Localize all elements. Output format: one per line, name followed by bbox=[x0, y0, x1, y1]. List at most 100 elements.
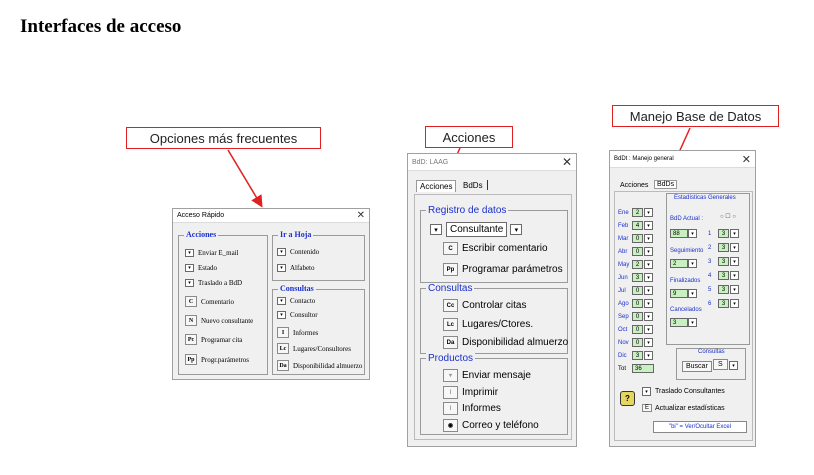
stats-right-value[interactable]: 3 bbox=[718, 299, 729, 308]
dropdown-icon[interactable]: ▾ bbox=[644, 312, 653, 321]
month-value[interactable]: 3 bbox=[632, 351, 643, 360]
cancelados-row[interactable]: 3▾ bbox=[670, 318, 697, 327]
dropdown-icon[interactable]: ▾ bbox=[644, 260, 653, 269]
seguimiento-value[interactable]: 2 bbox=[670, 259, 688, 268]
actualizar-button[interactable]: E bbox=[642, 404, 653, 412]
dropdown-icon[interactable]: ▾ bbox=[277, 248, 286, 256]
globe-icon[interactable]: ◉ bbox=[443, 419, 458, 432]
stats-right-value[interactable]: 3 bbox=[718, 229, 729, 238]
bdd-actual-row[interactable]: 88▾ bbox=[670, 229, 697, 238]
dropdown-icon[interactable]: ▾ bbox=[185, 249, 194, 257]
month-value[interactable]: 0 bbox=[632, 312, 643, 321]
seguimiento-row[interactable]: 2▾ bbox=[670, 259, 697, 268]
contacto-row[interactable]: ▾Contacto bbox=[277, 297, 315, 305]
dropdown-icon[interactable]: ▾ bbox=[644, 234, 653, 243]
enviar-mensaje-row[interactable]: ▾Enviar mensaje bbox=[443, 369, 531, 382]
close-icon[interactable]: ✕ bbox=[561, 155, 572, 169]
contenido-row[interactable]: ▾Contenido bbox=[277, 248, 319, 256]
help-icon[interactable]: ? bbox=[620, 391, 635, 406]
dropdown-icon[interactable]: ▾ bbox=[644, 325, 653, 334]
dropdown-icon[interactable]: ▾ bbox=[688, 289, 697, 298]
buscar-button[interactable]: Buscar bbox=[682, 361, 712, 372]
month-value[interactable]: 3 bbox=[632, 273, 643, 282]
excel-toggle-button[interactable]: "bi" = Ver/Ocultar Excel bbox=[653, 421, 747, 433]
dropdown-icon[interactable]: ▾ bbox=[688, 229, 697, 238]
dropdown-icon[interactable]: ▾ bbox=[730, 271, 739, 280]
dropdown-icon[interactable]: ▾ bbox=[688, 318, 697, 327]
dropdown-icon[interactable]: ▾ bbox=[644, 208, 653, 217]
finalizados-row[interactable]: 9▾ bbox=[670, 289, 697, 298]
month-value[interactable]: 0 bbox=[632, 338, 643, 347]
dropdown-icon[interactable]: ▾ bbox=[277, 264, 286, 272]
imprimir-button[interactable]: I bbox=[443, 386, 458, 399]
enviar-mensaje-button[interactable]: ▾ bbox=[443, 369, 458, 382]
month-value[interactable]: 0 bbox=[632, 247, 643, 256]
dropdown-icon[interactable]: ▾ bbox=[644, 299, 653, 308]
correo-telefono-row[interactable]: ◉Correo y teléfono bbox=[443, 419, 539, 432]
stats-right-value[interactable]: 3 bbox=[718, 285, 729, 294]
finalizados-value[interactable]: 9 bbox=[670, 289, 688, 298]
traslado-row[interactable]: ▾Traslado a BdD bbox=[185, 279, 242, 287]
close-icon[interactable]: ✕ bbox=[741, 153, 751, 166]
dropdown-icon[interactable]: ▾ bbox=[644, 286, 653, 295]
dropdown-icon[interactable]: ▾ bbox=[729, 361, 738, 370]
informes-button[interactable]: I bbox=[443, 402, 458, 415]
month-value[interactable]: 4 bbox=[632, 221, 643, 230]
disponibilidad-button[interactable]: Da bbox=[277, 360, 289, 371]
stats-right-value[interactable]: 3 bbox=[718, 271, 729, 280]
informes-button[interactable]: I bbox=[277, 327, 289, 338]
dropdown-icon[interactable]: ▾ bbox=[730, 257, 739, 266]
lugares-ctores-button[interactable]: Lc bbox=[443, 318, 458, 331]
dropdown-icon[interactable]: ▾ bbox=[730, 229, 739, 238]
tab-bdds[interactable]: BdDs bbox=[463, 181, 483, 190]
dropdown-icon[interactable]: ▾ bbox=[185, 264, 194, 272]
dropdown-icon[interactable]: ▾ bbox=[510, 224, 523, 235]
dropdown-icon[interactable]: ▾ bbox=[642, 387, 651, 396]
tab-acciones[interactable]: Acciones bbox=[416, 180, 457, 192]
dropdown-icon[interactable]: ▾ bbox=[277, 297, 286, 305]
month-value[interactable]: 2 bbox=[632, 208, 643, 217]
dropdown-icon[interactable]: ▾ bbox=[644, 338, 653, 347]
dropdown-icon[interactable]: ▾ bbox=[644, 351, 653, 360]
month-value[interactable]: 0 bbox=[632, 299, 643, 308]
month-value[interactable]: 0 bbox=[632, 286, 643, 295]
dropdown-icon[interactable]: ▾ bbox=[688, 259, 697, 268]
programar-cita-button[interactable]: Pc bbox=[185, 334, 197, 345]
disponibilidad-almuerzo-button[interactable]: Da bbox=[443, 336, 458, 349]
dropdown-icon[interactable]: ▾ bbox=[644, 221, 653, 230]
s-button[interactable]: S bbox=[713, 359, 728, 370]
alfabeto-row[interactable]: ▾Alfabeto bbox=[277, 264, 315, 272]
consultor-row[interactable]: ▾Consultor bbox=[277, 311, 318, 319]
progr-parametros-button[interactable]: Pp bbox=[185, 354, 197, 365]
enviar-email-row[interactable]: ▾Enviar E_mail bbox=[185, 249, 239, 257]
consultante-row[interactable]: ▾ Consultante ▾ bbox=[430, 222, 526, 237]
close-icon[interactable]: ✕ bbox=[356, 210, 365, 221]
month-value[interactable]: 0 bbox=[632, 325, 643, 334]
tab-acciones[interactable]: Acciones bbox=[620, 182, 649, 189]
